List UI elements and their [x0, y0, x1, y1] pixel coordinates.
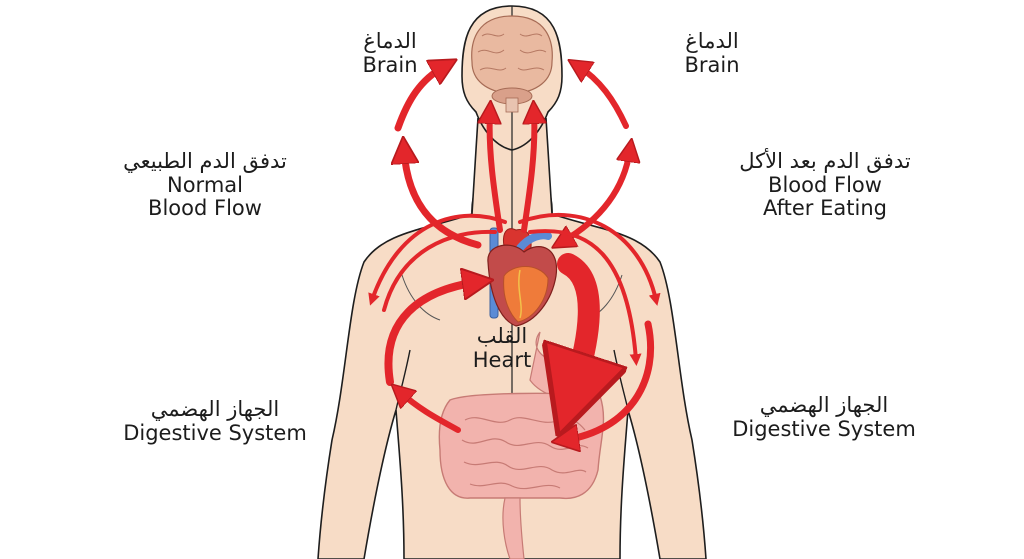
heart-icon	[487, 227, 558, 327]
digestive-label-right: الجهاز الهضمي Digestive System	[714, 393, 934, 441]
normal-flow-label-en-1: Normal	[167, 172, 243, 197]
digestive-label-left-en: Digestive System	[123, 420, 307, 445]
heart-label: القلب Heart	[452, 324, 552, 372]
brain-label-right: الدماغ Brain	[662, 29, 762, 77]
after-eating-flow-arrows	[518, 66, 661, 440]
brain-label-right-en: Brain	[684, 52, 740, 77]
brain-label-left-ar: الدماغ	[363, 29, 417, 53]
normal-flow-label: تدفق الدم الطبيعي Normal Blood Flow	[100, 149, 310, 221]
digestive-label-right-en: Digestive System	[732, 416, 916, 441]
after-eating-flow-label-en-2: After Eating	[763, 196, 887, 221]
digestive-label-left: الجهاز الهضمي Digestive System	[105, 397, 325, 445]
after-eating-flow-label-en-1: Blood Flow	[768, 172, 882, 197]
digestive-label-right-ar: الجهاز الهضمي	[759, 393, 889, 417]
brain-label-left-en: Brain	[362, 52, 418, 77]
normal-flow-label-en-2: Blood Flow	[148, 196, 262, 221]
brain-label-left: الدماغ Brain	[340, 29, 440, 77]
normal-flow-arrows	[368, 66, 507, 433]
after-eating-flow-label: تدفق الدم بعد الأكل Blood Flow After Eat…	[715, 149, 935, 221]
normal-flow-label-ar: تدفق الدم الطبيعي	[123, 149, 287, 173]
digestive-label-left-ar: الجهاز الهضمي	[150, 397, 280, 421]
heart-label-en: Heart	[472, 347, 532, 372]
heart-label-ar: القلب	[476, 324, 528, 348]
after-eating-flow-label-ar: تدفق الدم بعد الأكل	[739, 149, 911, 173]
brain-label-right-ar: الدماغ	[685, 29, 739, 53]
